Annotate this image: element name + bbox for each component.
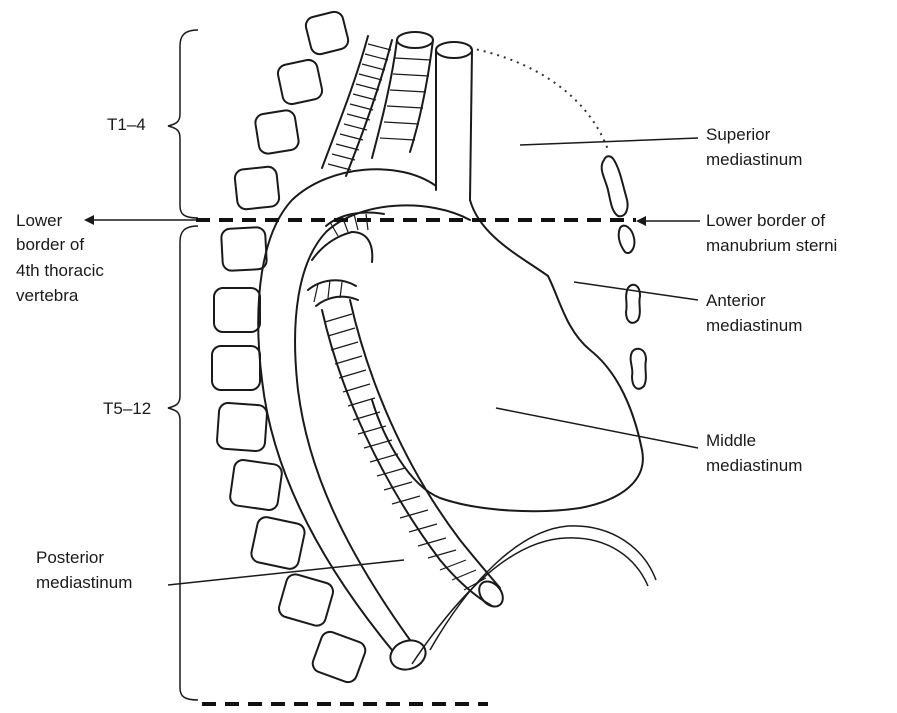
vertebra	[229, 459, 283, 511]
label-anterior-1: Anterior	[706, 291, 766, 310]
sternal-segment	[619, 226, 635, 253]
brace-t5-12	[168, 226, 198, 700]
vertebra	[310, 629, 368, 684]
label-superior-1: Superior	[706, 125, 771, 144]
label-lower-border-4: vertebra	[16, 286, 79, 305]
vertebra	[216, 402, 267, 451]
great-vessel	[436, 42, 472, 200]
label-lower-border-1: Lower	[16, 211, 63, 230]
vertebra	[276, 58, 323, 105]
label-anterior-2: mediastinum	[706, 316, 802, 335]
vertebra	[250, 516, 307, 571]
label-posterior-2: mediastinum	[36, 573, 132, 592]
label-manubrium-2: manubrium sterni	[706, 236, 837, 255]
thoracic-inlet-curve	[470, 48, 608, 150]
vertebra	[221, 227, 267, 271]
sternal-segment	[631, 349, 646, 389]
vertebra	[212, 346, 260, 390]
label-posterior-1: Posterior	[36, 548, 104, 567]
label-lower-border-2: border of	[16, 235, 84, 254]
manubrium	[602, 156, 628, 216]
sternum	[602, 156, 646, 389]
oesophagus-upper	[322, 36, 392, 176]
label-t5-12: T5–12	[103, 399, 151, 418]
vertebral-column	[212, 10, 368, 685]
diaphragm-inner	[412, 538, 648, 664]
oesophagus-lower	[322, 300, 508, 611]
vertebra	[234, 166, 280, 210]
label-middle-1: Middle	[706, 431, 756, 450]
vertebra	[254, 109, 300, 155]
labels: T1–4 T5–12 Lower border of 4th thoracic …	[16, 115, 837, 592]
label-t1-4: T1–4	[107, 115, 146, 134]
vertebra	[214, 288, 260, 332]
trachea	[372, 32, 433, 158]
label-lower-border-3: 4th thoracic	[16, 261, 104, 280]
label-superior-2: mediastinum	[706, 150, 802, 169]
brace-t1-4	[168, 30, 198, 218]
label-manubrium-1: Lower border of	[706, 211, 825, 230]
label-middle-2: mediastinum	[706, 456, 802, 475]
bronchus-region	[308, 213, 384, 307]
vertebra	[304, 10, 350, 56]
vertebra	[277, 572, 335, 628]
